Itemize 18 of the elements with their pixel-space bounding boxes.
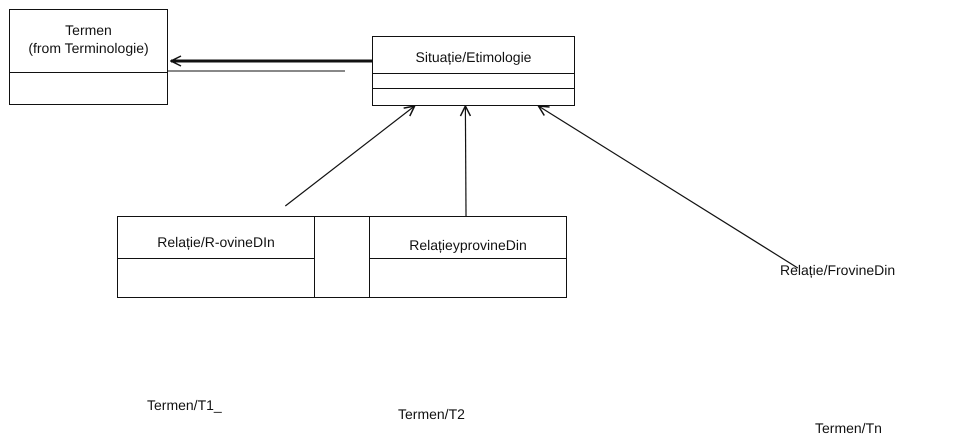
- class-box: [117, 216, 315, 298]
- arrow: [538, 105, 798, 268]
- package-note: (from Terminologie): [27, 40, 150, 56]
- empty-box: [314, 216, 370, 298]
- class-name: Termen: [64, 22, 113, 38]
- class-box: [369, 216, 567, 298]
- arrow: [284, 105, 416, 206]
- object-label: Termen/Tn: [815, 420, 882, 436]
- class-box: [372, 36, 575, 106]
- object-label: Termen/T2: [398, 406, 465, 422]
- object-label: Relație/FrovineDin: [780, 262, 896, 278]
- arrow: [460, 105, 472, 216]
- class-name: RelațieyprovineDin: [408, 237, 528, 253]
- arrow: [170, 55, 372, 67]
- class-name: Relație/R-ovineDIn: [156, 234, 276, 250]
- class-name: Situație/Etimologie: [414, 49, 532, 65]
- object-label: Termen/T1_: [147, 397, 222, 413]
- class-box: [9, 9, 168, 105]
